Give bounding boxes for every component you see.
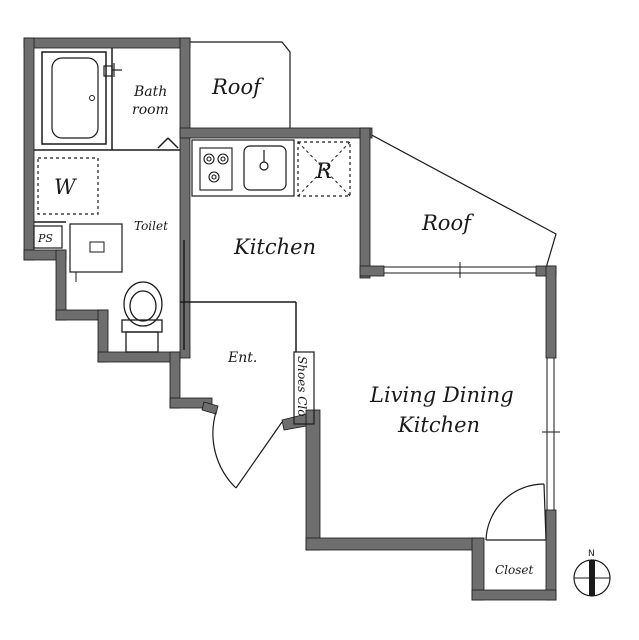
closet-label: Closet xyxy=(495,563,534,577)
kitchen: R Kitchen xyxy=(191,139,351,259)
washer-label: W xyxy=(54,175,78,199)
walls xyxy=(23,37,557,601)
closet-door-swing xyxy=(485,483,545,541)
toilet-bowl-icon xyxy=(121,281,163,353)
refrigerator: R xyxy=(297,141,351,197)
shower-faucet-icon xyxy=(103,63,122,77)
bathroom: Bath room xyxy=(41,51,169,145)
bathroom-label-line2: room xyxy=(132,102,169,118)
roof-right-label: Roof xyxy=(421,211,474,235)
ldk-label-line1: Living Dining xyxy=(369,383,514,407)
window-kitchen-ldk xyxy=(384,262,536,278)
toilet-label: Toilet xyxy=(134,219,168,233)
partitions xyxy=(34,48,297,352)
living-dining-kitchen: Living Dining Kitchen xyxy=(369,383,514,437)
north-label: N xyxy=(588,549,595,559)
entrance: Ent. xyxy=(212,350,283,489)
closet: Closet xyxy=(485,483,547,577)
north-compass-icon: N xyxy=(573,549,611,597)
roof-top-area xyxy=(190,41,291,130)
entrance-label: Ent. xyxy=(227,350,257,366)
front-door-swing xyxy=(212,411,283,489)
bathroom-label-line1: Bath xyxy=(133,84,167,100)
refrigerator-label: R xyxy=(315,159,332,183)
window-ldk-east xyxy=(542,358,560,510)
roof-right-area xyxy=(365,131,557,269)
drain-icon xyxy=(89,95,95,101)
roof-top-label: Roof xyxy=(211,75,264,99)
toilet-room: Toilet xyxy=(69,219,168,353)
shoes-closet: Shoes Clo xyxy=(293,351,315,425)
shoes-closet-label: Shoes Clo xyxy=(295,356,309,417)
kitchen-counter xyxy=(191,139,295,197)
bathtub-basin xyxy=(51,57,99,139)
ldk-label-line2: Kitchen xyxy=(397,413,480,437)
kitchen-label: Kitchen xyxy=(233,235,316,259)
bathtub xyxy=(41,51,107,145)
washbasin xyxy=(69,223,123,273)
sink-icon xyxy=(243,145,287,191)
washer-space: W xyxy=(37,157,99,215)
pipe-space: PS xyxy=(33,225,63,249)
stove-icon xyxy=(199,147,233,191)
pipe-space-label: PS xyxy=(37,232,53,245)
